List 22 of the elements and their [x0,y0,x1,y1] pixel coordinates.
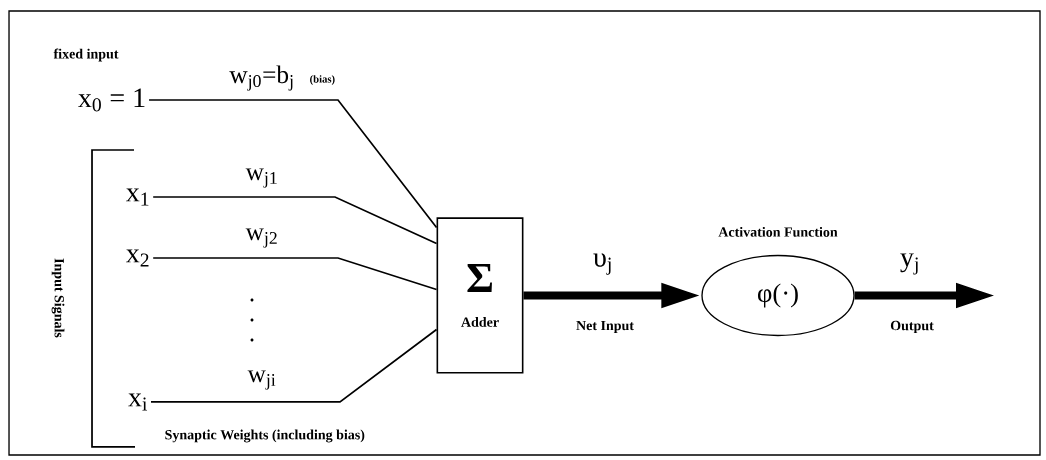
node-label: Activation Function [718,226,838,237]
bias-note: (bias) [310,75,335,85]
input-signal: x$_{i}$ [128,393,147,411]
input-signal: x$_{0}$ = 1 [78,88,145,112]
connector-line [148,99,438,229]
adder-box: Σ Adder [436,217,524,374]
text-label: Net Input [576,320,634,334]
text-label: Synaptic Weights (including bias) [165,429,365,443]
connector-line [150,328,438,403]
input-signal: x$_{2}$ [126,249,149,267]
edge-label: υ$_{j}$ [591,251,615,277]
text-label: Output [890,320,934,334]
connector-line [152,196,438,245]
edge-label: w$_{j2}$ [244,227,280,249]
connector-line [152,257,438,291]
edge-label: y$_{j}$ [898,252,922,276]
vertical-label: Input Signals [51,258,65,338]
edge-label: w$_{j1}$ [244,167,280,189]
edge-label: w$_{j0}$=b$_{j}$ [228,64,296,92]
text-label: fixed input [53,48,119,62]
edge-label: w$_{ji}$ [246,369,278,391]
input-signal: x$_{1}$ [126,188,149,206]
